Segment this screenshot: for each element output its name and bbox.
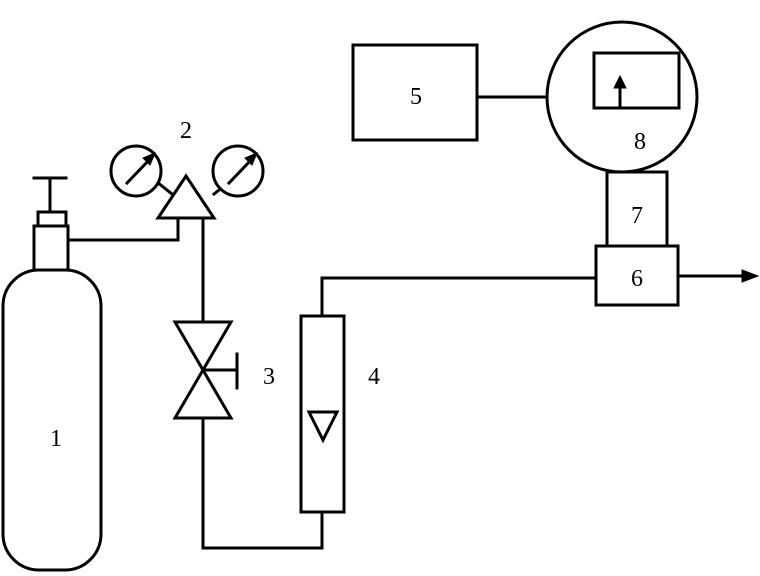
gauge-right-arrowhead xyxy=(244,152,258,166)
gauge-right-needle xyxy=(226,156,255,186)
pressure-regulator xyxy=(109,144,265,220)
up-arrow-icon xyxy=(613,74,627,89)
label-circle-8: 8 xyxy=(634,129,646,155)
valve-lower-triangle xyxy=(172,367,234,420)
label-box-7: 7 xyxy=(631,203,643,229)
label-regulator: 2 xyxy=(180,118,192,144)
flowmeter xyxy=(299,314,346,514)
flowmeter-float-icon xyxy=(306,410,340,444)
box-5 xyxy=(351,43,479,142)
needle-valve xyxy=(172,320,239,420)
pipe-cylinder-to-regulator xyxy=(66,216,180,242)
piping xyxy=(66,95,760,550)
outlet-arrow-icon xyxy=(741,269,760,283)
circular-unit-8 xyxy=(545,20,699,174)
gauge-left-connector xyxy=(154,179,175,197)
gas-cylinder xyxy=(1,176,103,572)
label-box-5: 5 xyxy=(410,84,422,110)
label-cylinder: 1 xyxy=(50,426,62,452)
label-flowmeter: 4 xyxy=(368,364,380,390)
regulator-triangle-icon xyxy=(155,173,217,220)
cylinder-valve-cap xyxy=(36,210,68,228)
pipe-flowmeter-to-box6 xyxy=(320,276,598,318)
circle-8-display xyxy=(592,51,681,110)
gauge-left-arrowhead xyxy=(142,152,156,166)
label-valve: 3 xyxy=(263,364,275,390)
cylinder-body xyxy=(1,268,103,572)
box-6 xyxy=(594,244,680,307)
label-box-6: 6 xyxy=(631,266,643,292)
pipe-valve-to-flowmeter xyxy=(201,416,324,550)
cylinder-neck xyxy=(32,224,70,274)
gauge-left-needle xyxy=(124,156,153,186)
valve-upper-triangle xyxy=(172,320,234,373)
